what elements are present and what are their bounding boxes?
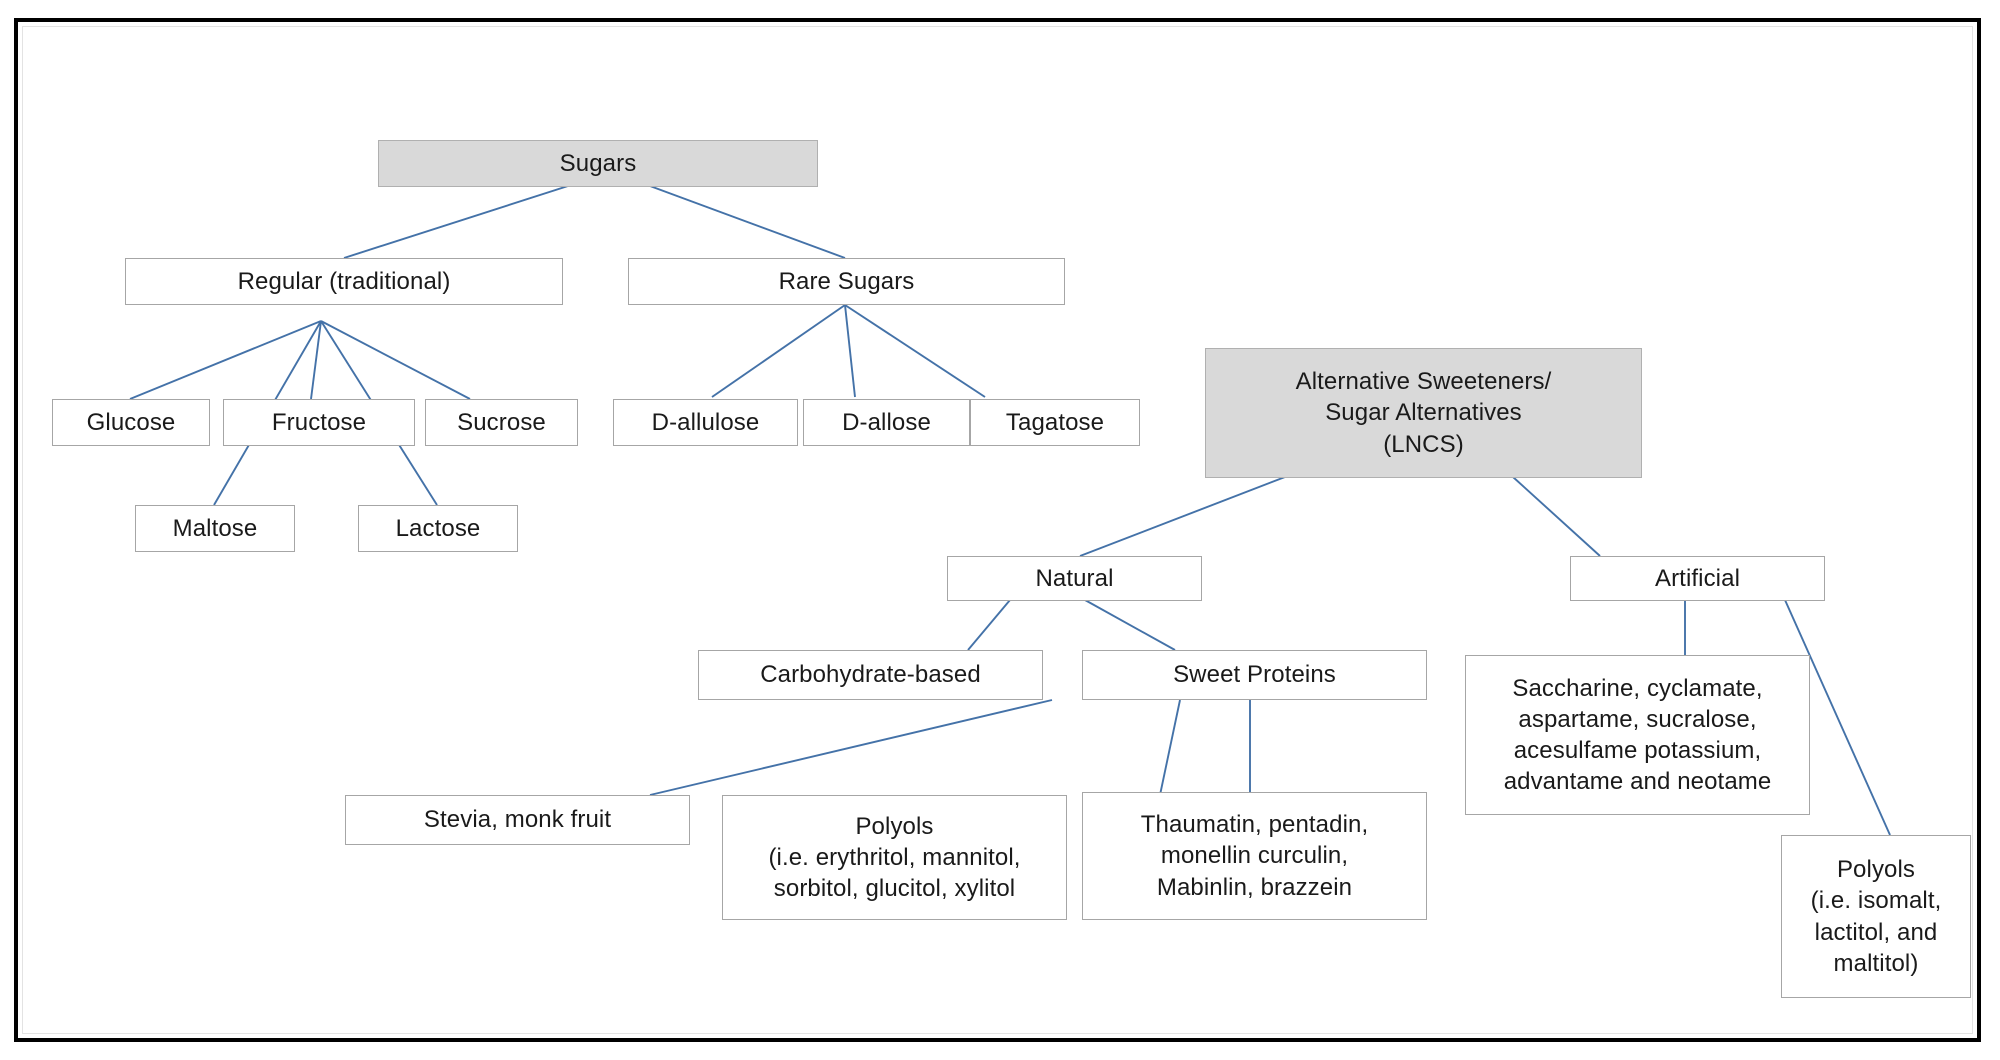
- edge-rare-dallose: [844, 304, 856, 398]
- node-natural[interactable]: Natural: [947, 556, 1202, 601]
- node-carbohydrate-based-label: Carbohydrate-based: [760, 661, 981, 689]
- edge-regular-glucose: [129, 320, 322, 400]
- node-glucose[interactable]: Glucose: [52, 399, 210, 446]
- edge-sugars-rare: [649, 185, 846, 259]
- node-tagatose[interactable]: Tagatose: [970, 399, 1140, 446]
- node-carbohydrate-based[interactable]: Carbohydrate-based: [698, 650, 1043, 700]
- node-rare-sugars-label: Rare Sugars: [778, 267, 915, 295]
- node-polyols-natural-label: Polyols (i.e. erythritol, mannitol, sorb…: [768, 812, 1021, 903]
- node-stevia-monk-fruit[interactable]: Stevia, monk fruit: [345, 795, 690, 845]
- node-d-allose[interactable]: D-allose: [803, 399, 970, 446]
- edge-lncs-natural: [1079, 476, 1286, 557]
- node-sweet-protein-list[interactable]: Thaumatin, pentadin, monellin curculin, …: [1082, 792, 1427, 920]
- node-glucose-label: Glucose: [86, 408, 176, 436]
- node-lactose-label: Lactose: [395, 514, 481, 542]
- node-sweet-protein-list-label: Thaumatin, pentadin, monellin curculin, …: [1140, 811, 1369, 901]
- edge-lncs-artificial: [1512, 476, 1601, 557]
- node-artificial-sweetener-list-label: Saccharine, cyclamate, aspartame, sucral…: [1503, 674, 1772, 796]
- node-rare-sugars[interactable]: Rare Sugars: [628, 258, 1065, 305]
- edge-sugars-regular: [343, 185, 569, 259]
- node-fructose[interactable]: Fructose: [223, 399, 415, 446]
- node-sucrose[interactable]: Sucrose: [425, 399, 578, 446]
- edge-carb-polyols: [1159, 699, 1181, 796]
- edge-rare-tagatose: [844, 304, 986, 398]
- node-polyols-artificial-label: Polyols (i.e. isomalt, lactitol, and mal…: [1810, 856, 1942, 977]
- node-fructose-label: Fructose: [271, 408, 367, 436]
- node-sugars-label: Sugars: [559, 149, 637, 177]
- edge-regular-sucrose: [320, 320, 471, 400]
- node-alternative-sweeteners-label: Alternative Sweeteners/ Sugar Alternativ…: [1295, 368, 1552, 458]
- node-stevia-monk-fruit-label: Stevia, monk fruit: [423, 806, 612, 834]
- node-polyols-artificial[interactable]: Polyols (i.e. isomalt, lactitol, and mal…: [1781, 835, 1971, 998]
- node-d-allose-label: D-allose: [842, 408, 931, 436]
- node-natural-label: Natural: [1035, 564, 1114, 592]
- node-regular-traditional-label: Regular (traditional): [237, 267, 451, 295]
- edge-carb-stevia: [649, 699, 1053, 796]
- node-artificial-label: Artificial: [1654, 564, 1740, 592]
- node-polyols-natural[interactable]: Polyols (i.e. erythritol, mannitol, sorb…: [722, 795, 1067, 920]
- node-d-allulose[interactable]: D-allulose: [613, 399, 798, 446]
- node-sugars[interactable]: Sugars: [378, 140, 818, 187]
- edge-regular-fructose: [310, 320, 322, 400]
- node-maltose[interactable]: Maltose: [135, 505, 295, 552]
- node-lactose[interactable]: Lactose: [358, 505, 518, 552]
- node-maltose-label: Maltose: [172, 514, 258, 542]
- edge-rare-dallulose: [711, 304, 846, 398]
- node-sweet-proteins[interactable]: Sweet Proteins: [1082, 650, 1427, 700]
- node-tagatose-label: Tagatose: [1005, 408, 1105, 436]
- node-sucrose-label: Sucrose: [457, 408, 546, 436]
- node-artificial[interactable]: Artificial: [1570, 556, 1825, 601]
- edge-natural-proteins: [1084, 599, 1176, 651]
- edge-natural-carb: [967, 599, 1011, 651]
- node-regular-traditional[interactable]: Regular (traditional): [125, 258, 563, 305]
- node-artificial-sweetener-list[interactable]: Saccharine, cyclamate, aspartame, sucral…: [1465, 655, 1810, 815]
- edge-artificial-polyols: [1784, 599, 1891, 836]
- node-sweet-proteins-label: Sweet Proteins: [1173, 661, 1336, 689]
- node-alternative-sweeteners[interactable]: Alternative Sweeteners/ Sugar Alternativ…: [1205, 348, 1642, 478]
- node-d-allulose-label: D-allulose: [651, 408, 760, 436]
